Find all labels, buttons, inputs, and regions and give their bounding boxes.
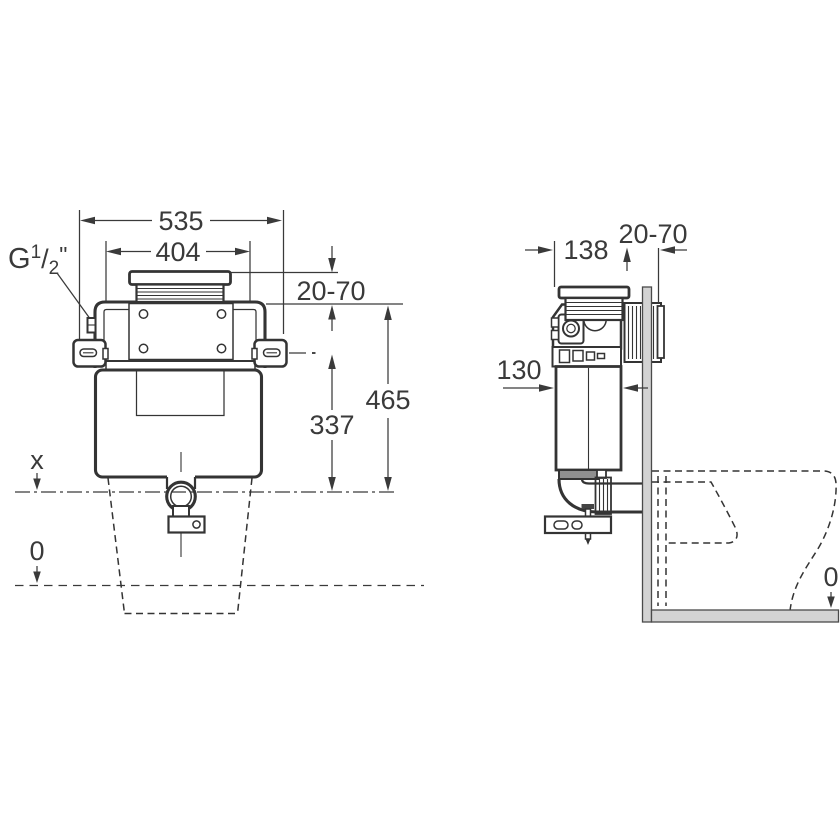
arrowhead-right <box>235 247 250 256</box>
flush-shaft-cap-side <box>557 285 631 300</box>
arrowhead-right <box>539 384 554 392</box>
dim-130-label: 130 <box>496 355 541 385</box>
bend-end-flange <box>656 305 665 359</box>
panel-screw <box>216 309 227 319</box>
arrowhead-left <box>623 384 638 392</box>
bracket-slot <box>553 520 569 530</box>
wall <box>641 286 653 623</box>
dim-465-label: 465 <box>365 385 410 415</box>
fixing-pin-head <box>581 504 594 509</box>
arrowhead-down <box>384 477 392 491</box>
dimension-range-wall: 20-70 <box>618 219 688 303</box>
panel-screw <box>138 309 149 319</box>
front-view: 535 404 20-70 465 <box>8 206 424 615</box>
panel-screw <box>216 343 227 354</box>
arrowhead-left <box>80 216 95 225</box>
tank-opening <box>135 371 225 417</box>
axis-x-label: x <box>30 445 44 475</box>
arrowhead-down <box>328 477 336 491</box>
outlet-flange-side <box>558 469 600 480</box>
dim-404-label: 404 <box>155 237 200 267</box>
arrowhead-left <box>660 246 675 254</box>
flush-shaft-ribs-side <box>564 296 624 322</box>
g-half-inch-label: G1/2" <box>8 242 67 279</box>
arrowhead-up <box>623 247 631 262</box>
panel-screw <box>138 343 149 354</box>
floor-level-side: 0 <box>823 562 839 608</box>
floor <box>650 609 840 623</box>
dim-138-label: 138 <box>563 235 608 265</box>
bracket-hole <box>192 520 201 529</box>
outlet-neck <box>172 505 190 518</box>
arrowhead-left <box>106 247 121 256</box>
cistern-front <box>72 270 288 557</box>
arrowhead-down <box>33 478 41 490</box>
dim-2070-side-label: 20-70 <box>618 219 687 249</box>
outlet-elbow-outer <box>557 478 643 514</box>
arrowhead-down <box>827 596 835 608</box>
dimension-range-top-front: 20-70 <box>231 246 403 331</box>
side-view: 138 20-70 130 0 <box>496 219 840 623</box>
dimension-depth: 138 <box>525 235 631 287</box>
pan-back-profile <box>652 470 837 612</box>
dimension-height-overall: 465 <box>365 305 411 491</box>
dimension-height-bracket: 337 <box>289 352 355 491</box>
arrowhead-down <box>328 258 336 273</box>
arrowhead-right <box>538 246 553 254</box>
dimension-depth-body: 130 <box>496 355 648 392</box>
axis-x: x <box>15 445 398 493</box>
flush-shaft-cap <box>128 270 232 286</box>
arrowhead-up <box>328 354 336 369</box>
dim-2070-front-label: 20-70 <box>296 276 365 306</box>
inlet-thread-label: G1/2" <box>8 242 97 328</box>
dimension-width-frame: 404 <box>105 237 251 301</box>
dim-535-label: 535 <box>158 206 203 236</box>
pan-flush-channel <box>652 481 738 544</box>
arrowhead-down <box>33 571 41 583</box>
arrowhead-right <box>267 216 282 225</box>
pan-outline-side <box>652 470 837 612</box>
floor-level-front: 0 <box>15 536 424 587</box>
fill-valve-port <box>562 319 580 338</box>
cistern-tank <box>93 368 264 479</box>
zero-label: 0 <box>29 536 44 566</box>
bracket-slot <box>571 520 583 530</box>
pan-outline-front <box>107 477 253 615</box>
outlet-coupling <box>594 476 612 515</box>
arrowhead-up <box>384 305 392 320</box>
dimension-width-overall: 535 <box>78 206 285 339</box>
dim-337-label: 337 <box>309 410 354 440</box>
zero-label-side: 0 <box>823 562 838 592</box>
cistern-side <box>543 285 665 545</box>
outlet-elbow-inner <box>580 478 643 485</box>
arrowhead-up <box>328 305 336 320</box>
